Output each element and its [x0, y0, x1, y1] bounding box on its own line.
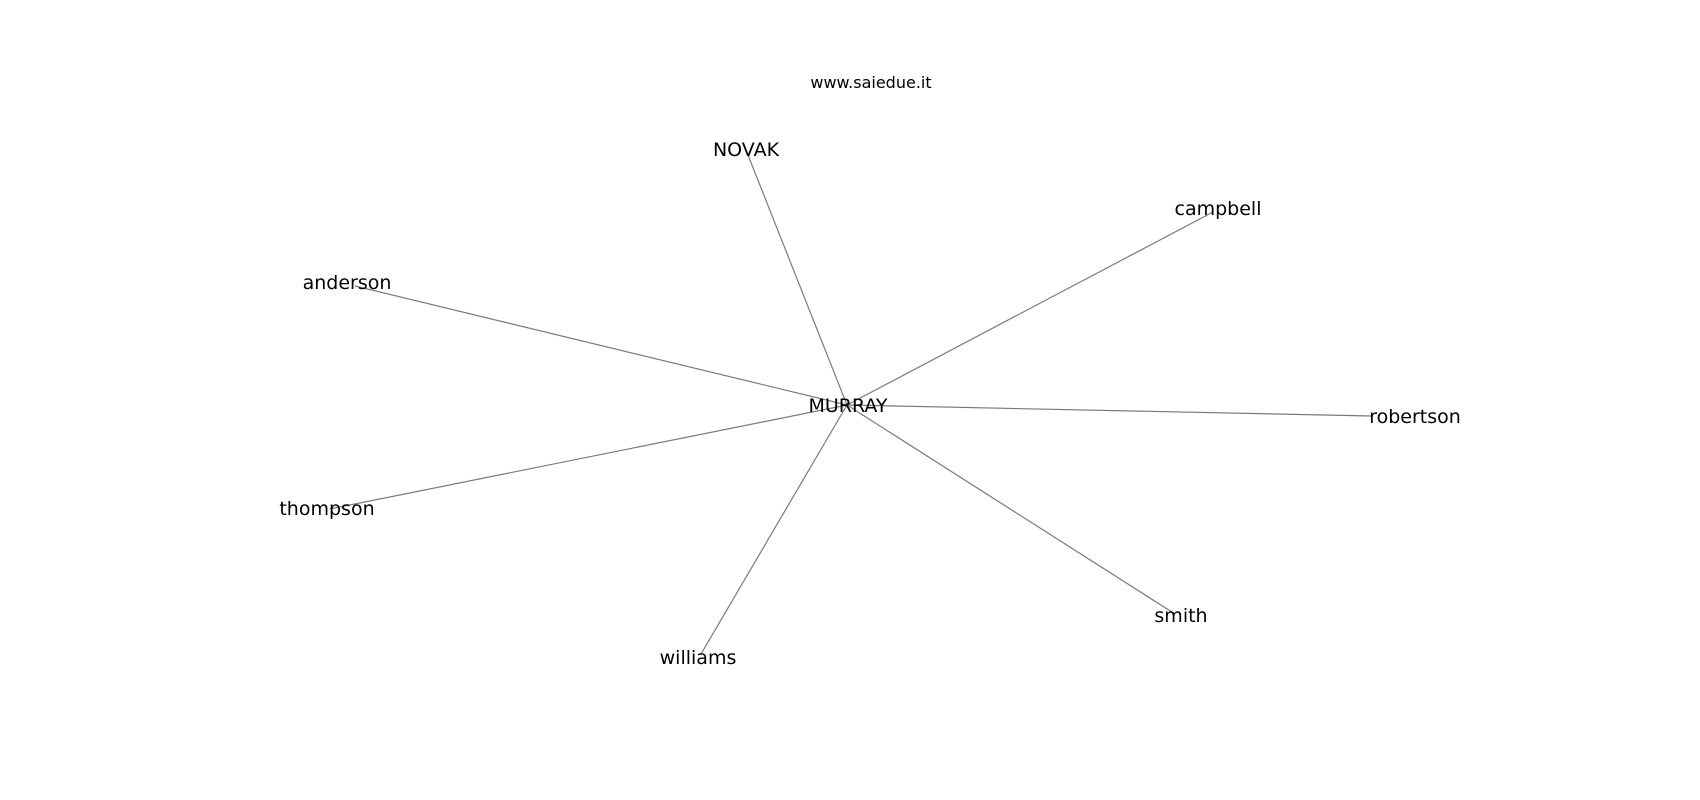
node-label-campbell: campbell	[1175, 198, 1262, 220]
edge-murray-anderson	[354, 285, 848, 406]
node-label-robertson: robertson	[1369, 406, 1461, 428]
edge-murray-novak	[745, 149, 848, 406]
node-label-anderson: anderson	[303, 272, 392, 294]
node-labels-layer: MURRAY NOVAK campbell anderson robertson thom…	[279, 139, 1460, 669]
node-label-thompson: thompson	[279, 498, 374, 520]
edge-murray-thompson	[329, 404, 848, 510]
edges-layer	[329, 149, 1373, 655]
node-label-williams: williams	[660, 647, 737, 669]
watermark-text: www.saiedue.it	[810, 73, 931, 92]
edge-murray-smith	[846, 404, 1176, 615]
node-label-murray: MURRAY	[808, 395, 887, 417]
edge-murray-campbell	[846, 211, 1214, 406]
edge-murray-williams	[700, 404, 848, 655]
node-label-novak: NOVAK	[713, 139, 780, 161]
node-label-smith: smith	[1154, 605, 1207, 627]
edge-murray-robertson	[846, 404, 1373, 417]
